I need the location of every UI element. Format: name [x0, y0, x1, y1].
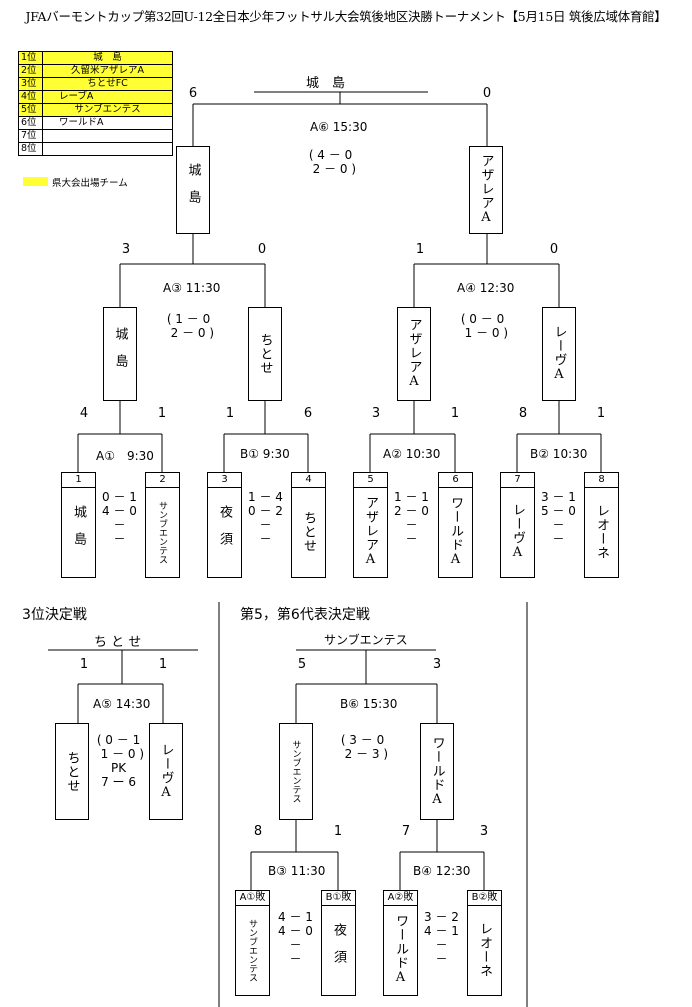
qf2-left-score: 1: [225, 406, 235, 421]
b4-right-score: 3: [479, 824, 489, 839]
third-place-heading: 3位決定戦: [22, 607, 87, 623]
qf2-right-score: 6: [303, 406, 313, 421]
semi-left-team-b: ちとせ: [248, 307, 282, 401]
rank-row: 2位久留米アザレアA: [18, 64, 173, 78]
b6-match-label: B⑥ 15:30: [340, 697, 398, 711]
qf3-left-score: 3: [371, 406, 381, 421]
third-right-score: 1: [158, 657, 168, 672]
third-left-score: 1: [79, 657, 89, 672]
champion-name: 城 島: [306, 76, 346, 91]
final-left-score: 6: [188, 86, 198, 101]
semi-right-team-b: レーヴA: [542, 307, 576, 401]
b4-match-label: B④ 12:30: [413, 864, 471, 878]
legend-label: 県大会出場チーム: [52, 178, 128, 189]
rankings-table: 1位城 島 2位久留米アザレアA 3位ちとせFC 4位レーブA 5位サンブエンテ…: [18, 51, 173, 156]
rank-row: 8位: [18, 142, 173, 156]
third-match-label: A⑤ 14:30: [93, 697, 151, 711]
qf4-set-scores: 3 － 1 5 － 0 － －: [541, 490, 576, 546]
b6-right-score: 3: [432, 657, 442, 672]
qf3-right-score: 1: [450, 406, 460, 421]
fifth-place-winner: サンブエンテス: [324, 633, 408, 647]
semi-right-team-a: アザレアA: [397, 307, 431, 401]
semi-right-set-scores: ( 0 － 0 1 － 0 ): [460, 312, 509, 340]
b6-right-team: ワールドA: [420, 723, 454, 820]
b3-slot-left: A①敗サンブエンテス: [235, 890, 270, 996]
b3-match-label: B③ 11:30: [268, 864, 326, 878]
b6-set-scores: ( 3 － 0 2 － 3 ): [340, 733, 389, 761]
semi-right-match-label: A④ 12:30: [457, 281, 515, 295]
semi-right-right-score: 0: [549, 242, 559, 257]
qf1-set-scores: 0 － 1 4 － 0 － －: [102, 490, 137, 546]
semi-left-team-a: 城島: [103, 307, 137, 401]
b4-left-score: 7: [401, 824, 411, 839]
semi-left-set-scores: ( 1 － 0 2 － 0 ): [166, 312, 215, 340]
rank-row: 7位: [18, 129, 173, 143]
qf4-left-score: 8: [518, 406, 528, 421]
final-right-score: 0: [482, 86, 492, 101]
semi-right-left-score: 1: [415, 242, 425, 257]
b4-slot-left: A②敗ワールドA: [383, 890, 418, 996]
b4-slot-right: B②敗レオーネ: [467, 890, 502, 996]
rank-row: 6位ワールドA: [18, 116, 173, 130]
b3-right-score: 1: [333, 824, 343, 839]
rank-row: 5位サンブエンテス: [18, 103, 173, 117]
semi-left-match-label: A③ 11:30: [163, 281, 221, 295]
third-place-winner: ち と せ: [94, 635, 142, 650]
page-title: JFAバーモントカップ第32回U-12全日本少年フットサル大会筑後地区決勝トーナ…: [25, 9, 667, 24]
qf2-set-scores: 1 － 4 0 － 2 － －: [248, 490, 283, 546]
qf1-match-label: A① 9:30: [96, 449, 154, 463]
qf2-match-label: B① 9:30: [240, 447, 290, 461]
b3-left-score: 8: [253, 824, 263, 839]
final-set-scores: ( 4 － 0 2 － 0 ): [308, 148, 357, 176]
legend-swatch: [23, 177, 48, 186]
final-match-label: A⑥ 15:30: [310, 120, 368, 134]
b6-left-score: 5: [297, 657, 307, 672]
b3-set-scores: 4 － 1 4 － 0 － －: [278, 910, 313, 966]
final-right-team: アザレアA: [469, 146, 503, 234]
rank-row: 1位城 島: [18, 51, 173, 65]
b4-set-scores: 3 － 2 4 － 1 － －: [424, 910, 459, 966]
rank-row: 4位レーブA: [18, 90, 173, 104]
b6-left-team: サンブエンテス: [279, 723, 313, 820]
final-left-team: 城島: [176, 146, 210, 234]
third-set-scores: ( 0 － 1 1 － 0 ) PK 7 ー 6: [96, 733, 145, 789]
qf3-match-label: A② 10:30: [383, 447, 441, 461]
qf1-right-score: 1: [157, 406, 167, 421]
third-left-team: ちとせ: [55, 723, 89, 820]
third-right-team: レーヴA: [149, 723, 183, 820]
fifth-place-heading: 第5，第6代表決定戦: [240, 607, 370, 623]
rank-row: 3位ちとせFC: [18, 77, 173, 91]
qf3-set-scores: 1 － 1 2 － 0 － －: [394, 490, 429, 546]
semi-left-left-score: 3: [121, 242, 131, 257]
semi-left-right-score: 0: [257, 242, 267, 257]
qf1-left-score: 4: [79, 406, 89, 421]
qf4-right-score: 1: [596, 406, 606, 421]
b3-slot-right: B①敗夜須: [321, 890, 356, 996]
qf4-match-label: B② 10:30: [530, 447, 588, 461]
